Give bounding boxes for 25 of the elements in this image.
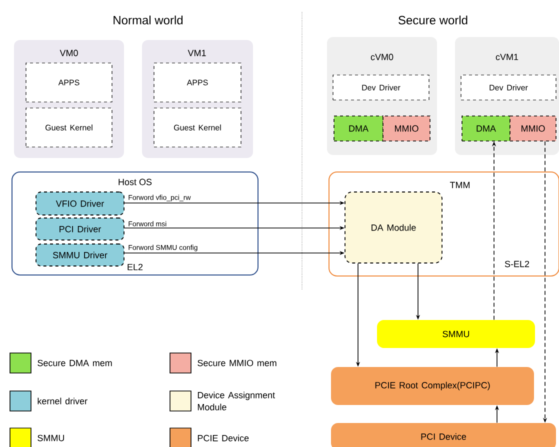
driver-box: PCI Driver	[36, 218, 124, 240]
smmu-box: SMMU	[377, 320, 535, 348]
legend-label: PCIE Device	[198, 434, 249, 442]
dashed-box: APPS	[154, 62, 242, 102]
mmio-box: MMIO	[382, 116, 430, 142]
legend-label: SMMU	[38, 434, 64, 442]
driver-box: VFIO Driver	[36, 192, 124, 216]
legend-label: Secure MMIO mem	[198, 360, 276, 366]
section-title: Normal world	[114, 16, 183, 24]
legend-label: Secure DMA mem	[38, 360, 112, 366]
driver-box: SMMU Driver	[36, 244, 124, 266]
pcie-box: PCIE Root Complex(PCIPC)	[331, 367, 534, 405]
legend-label: kernel driver	[38, 398, 88, 404]
section-title: Secure world	[398, 16, 468, 24]
dashed-box: Guest Kernel	[26, 108, 112, 148]
dma-box: DMA	[334, 116, 384, 142]
dashed-box: Dev Driver	[460, 74, 556, 100]
dashed-box: Guest Kernel	[154, 108, 242, 148]
pcie-box: PCI Device	[331, 423, 556, 447]
mmio-box: MMIO	[510, 116, 556, 142]
da-module-box: DA Module	[344, 192, 442, 264]
dma-box: DMA	[462, 116, 510, 142]
dashed-box: APPS	[26, 62, 112, 102]
legend-label: Device Assignment Module	[198, 392, 275, 410]
dashed-box: Dev Driver	[332, 74, 430, 100]
